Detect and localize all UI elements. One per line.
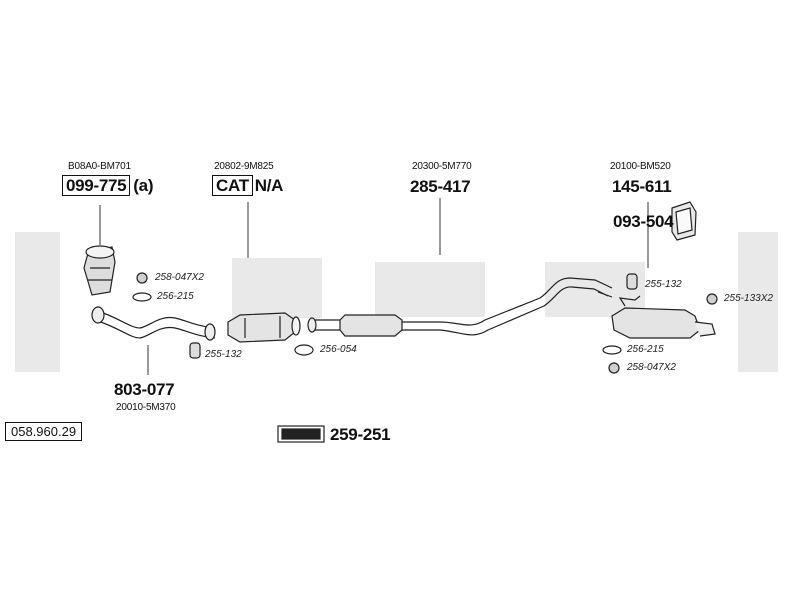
- reference-number: 058.960.29: [5, 422, 83, 441]
- front-pipe-suffix: (a): [133, 176, 154, 195]
- center-oem: 20300-5M770: [412, 161, 472, 172]
- down-pipe-oem: 20010-5M370: [116, 402, 176, 413]
- nut-front-label: 258-047X2: [155, 272, 204, 283]
- gasket-icon-front: [132, 292, 152, 302]
- gasket-mid-label: 256-054: [320, 344, 357, 355]
- gasket-icon-rear: [602, 345, 622, 355]
- rear-muffler-shape: [611, 295, 716, 339]
- front-pipe-oem: B08A0-BM701: [68, 161, 131, 172]
- front-pipe-shape: [83, 245, 116, 296]
- gasket-front-label: 256-215: [157, 291, 194, 302]
- gasket-rear-label: 256-215: [627, 344, 664, 355]
- center-number: 285-417: [410, 177, 471, 196]
- watermark-block-l: [738, 232, 778, 372]
- catalyst-shape: [227, 312, 301, 343]
- gasket-icon-mid: [294, 344, 314, 356]
- clamp-icon-front: [189, 342, 201, 359]
- rear-number: 145-611: [612, 177, 672, 196]
- mounting-kit-number: 259-251: [330, 425, 391, 444]
- heat-shield-shape: [671, 201, 697, 241]
- clamp-icon-rear: [626, 273, 638, 290]
- nut-icon-front: [136, 272, 148, 284]
- down-pipe-number: 803-077: [114, 380, 175, 399]
- hanger-rear-label: 255-133X2: [724, 293, 773, 304]
- hanger-icon-rear: [706, 293, 718, 305]
- down-pipe-shape: [91, 306, 216, 341]
- watermark-block-b: [15, 232, 60, 372]
- catalyst-suffix: N/A: [254, 176, 284, 195]
- rear-oem: 20100-BM520: [610, 161, 671, 172]
- front-pipe-label: 099-775(a): [62, 175, 154, 196]
- nut-icon-rear: [608, 362, 620, 374]
- watermark-block-o: [232, 258, 322, 318]
- clamp-front-label: 255-132: [205, 349, 242, 360]
- nut-rear-label: 258-047X2: [627, 362, 676, 373]
- front-pipe-number: 099-775: [62, 175, 131, 196]
- center-pipe-shape: [307, 277, 613, 337]
- mounting-kit-icon: [277, 425, 325, 443]
- watermark-block-s: [375, 262, 485, 317]
- heat-shield-number: 093-504: [613, 212, 674, 231]
- clamp-rear-label: 255-132: [645, 279, 682, 290]
- catalyst-oem: 20802-9M825: [214, 161, 274, 172]
- catalyst-number: CAT: [212, 175, 253, 196]
